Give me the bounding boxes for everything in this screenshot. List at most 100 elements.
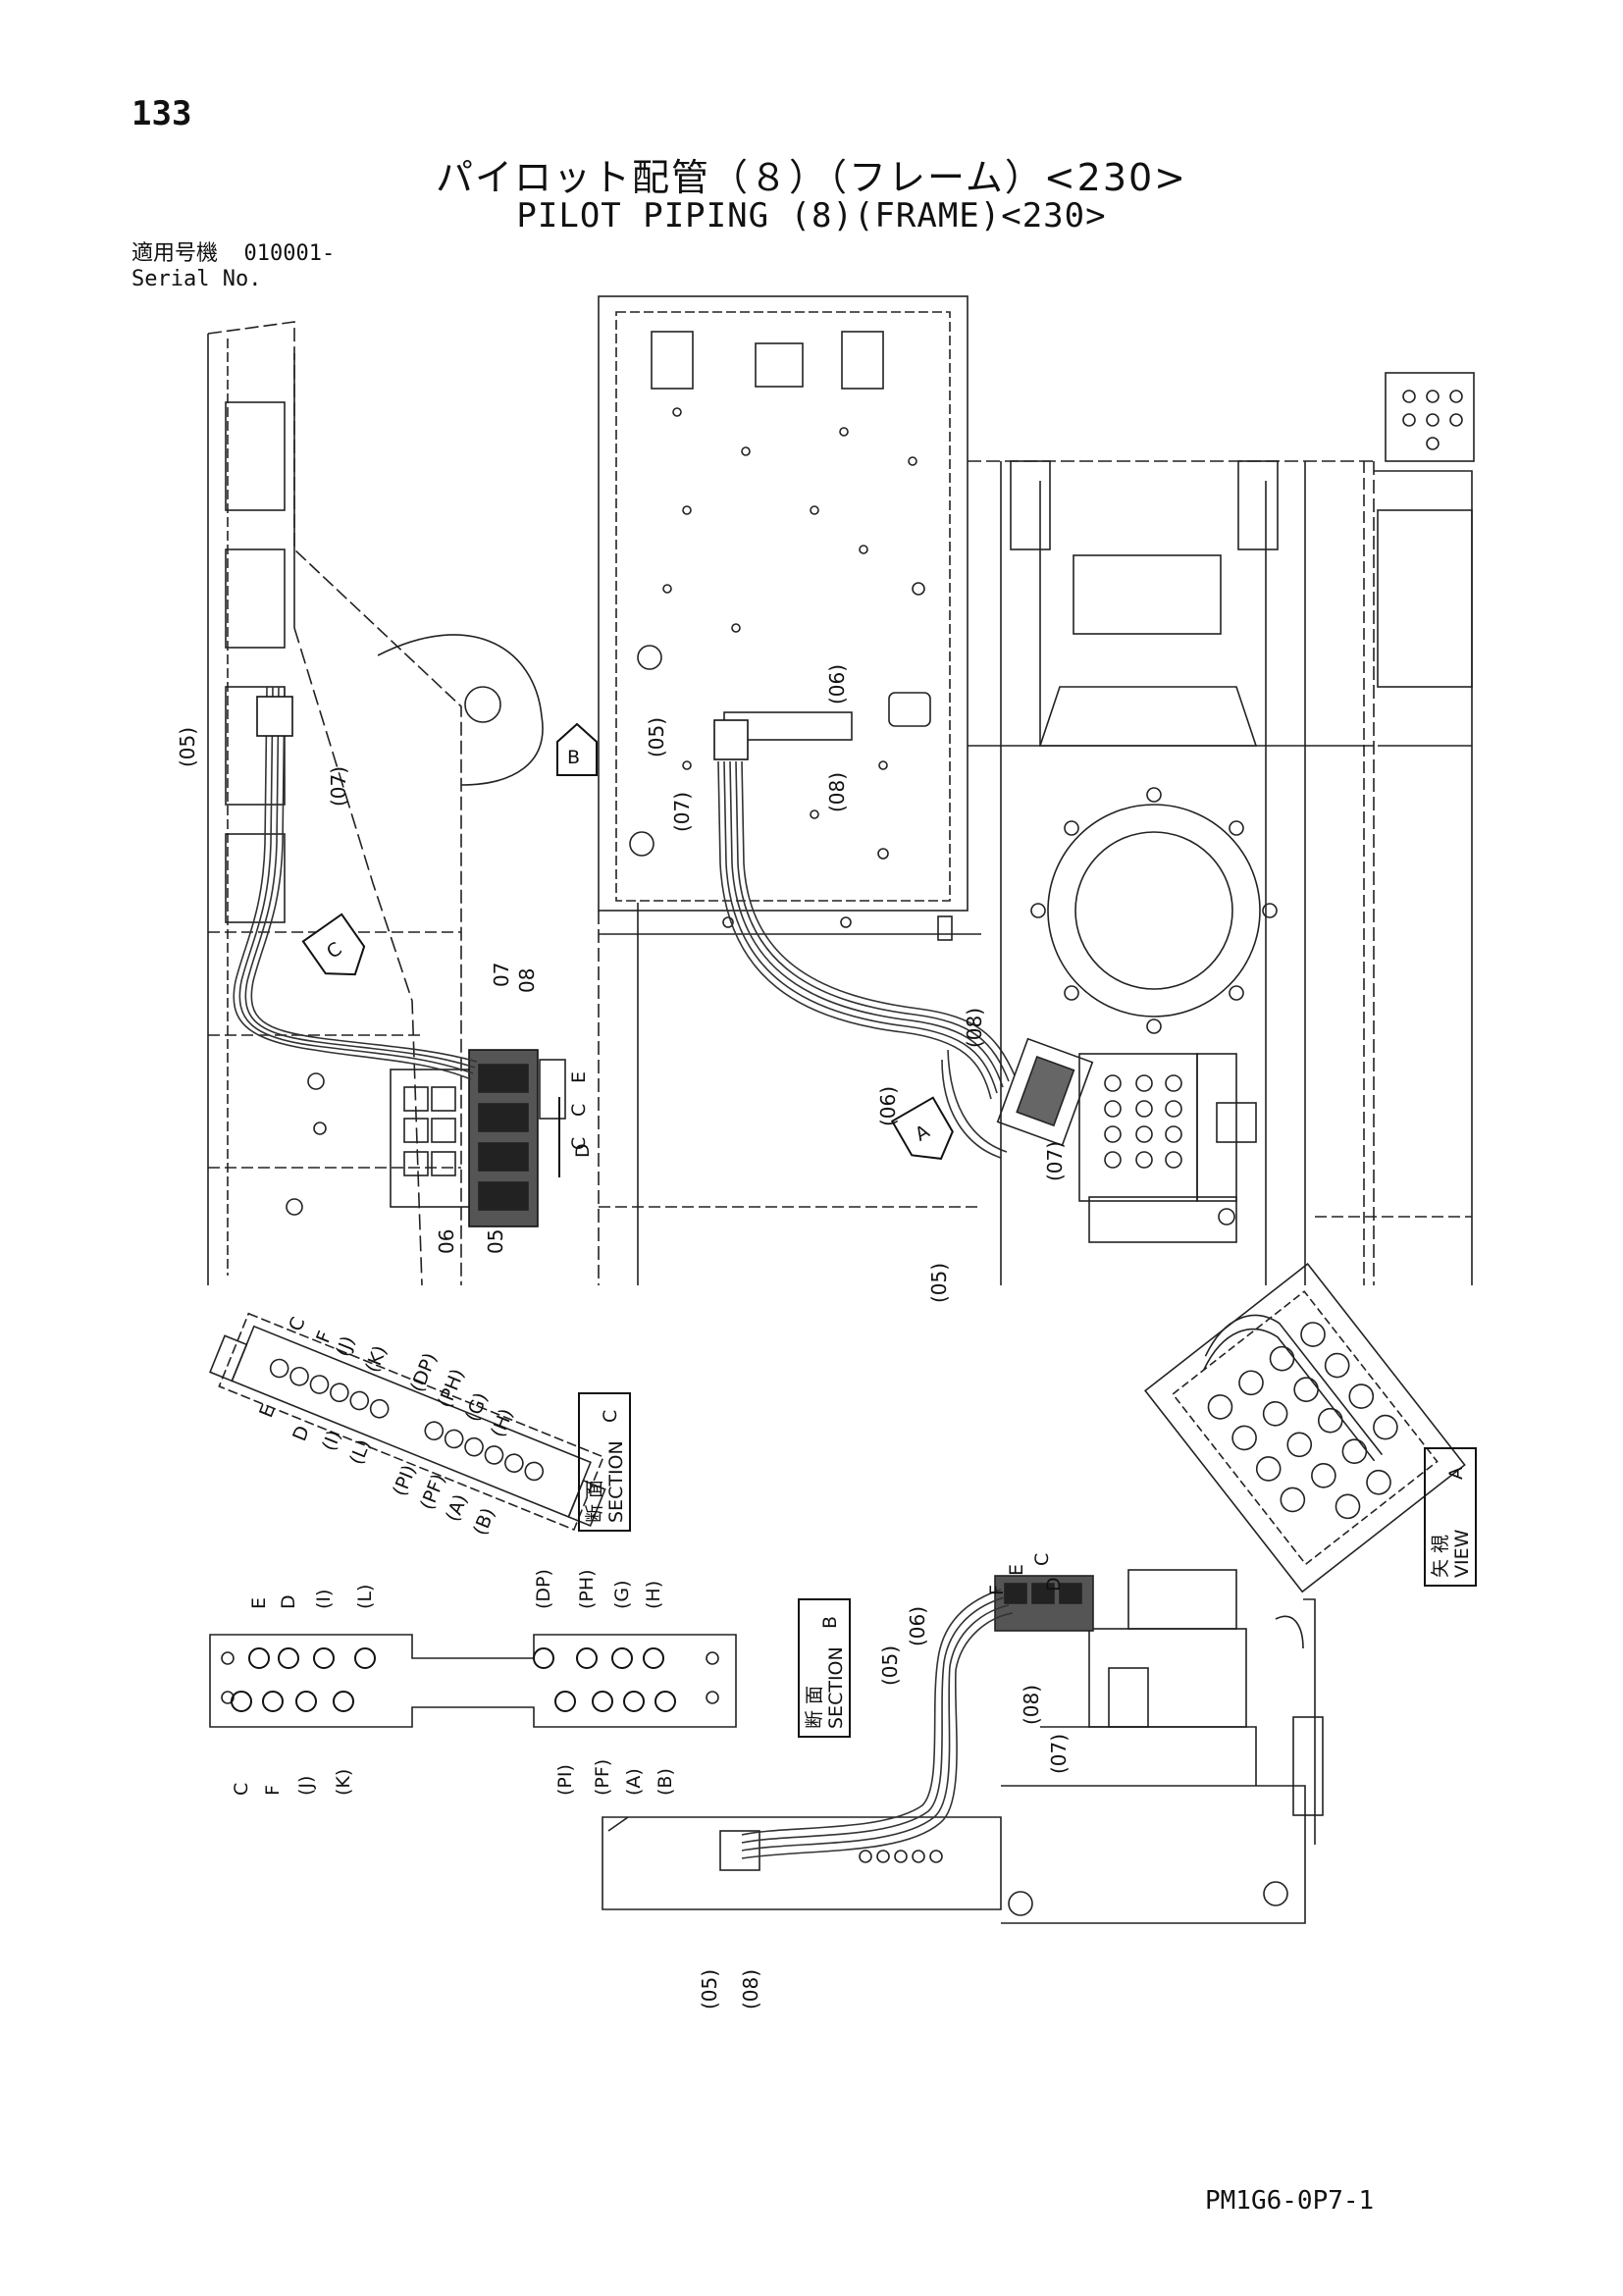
section-b-top-label-5: (PH) [576, 1569, 598, 1609]
view-a-en: VIEW [1451, 1529, 1473, 1578]
section-b-top-port-2 [313, 1647, 335, 1669]
main-drawing [207, 295, 1475, 1924]
section-b-bottom-label-0: C [231, 1783, 252, 1796]
section-b-top-label-1: D [278, 1594, 299, 1609]
serial-label-jp: 適用号機 [131, 241, 219, 266]
section-c-label-9: (PH) [434, 1366, 469, 1411]
cut-letter-e: E [568, 1071, 590, 1083]
callout-05-detail: (05) [878, 1645, 902, 1686]
view-a-letters: C D E F [986, 1553, 1065, 1595]
view-a-letter-f: F [986, 1585, 1008, 1595]
serial-value: 010001- [243, 241, 336, 266]
main-control-valve [996, 1037, 1257, 1243]
section-b-bottom-label-6: (A) [623, 1768, 645, 1796]
section-c-label-0: C [285, 1314, 309, 1334]
section-b-bottom-label-2: (J) [295, 1776, 317, 1796]
view-marker-b: B [556, 722, 598, 776]
section-b-en: SECTION [825, 1646, 847, 1729]
callout-08-bottom: (08) [739, 1969, 762, 2009]
page-title-en: PILOT PIPING (8)(FRAME)<230> [516, 196, 1107, 235]
section-c-labels: CF(J)(K)ED(I)(L)(DP)(PH)(G)(H)(PI)(PF)(A… [255, 1314, 517, 1539]
section-c-label-4: E [255, 1401, 280, 1420]
callout-07-valve: (07) [1043, 1141, 1067, 1181]
view-a-letter-e: E [1006, 1564, 1027, 1576]
callout-06-center: (06) [825, 664, 849, 704]
callout-07-center: (07) [670, 792, 694, 832]
section-b-top-port-6 [611, 1647, 633, 1669]
section-b-bottom-port-5 [592, 1691, 613, 1712]
section-b-top-port-5 [576, 1647, 598, 1669]
section-b-top-label-3: (L) [354, 1585, 376, 1609]
callout-06-num: 06 [435, 1229, 458, 1254]
section-b-bottom-label-3: (K) [333, 1769, 354, 1796]
cut-letter-d: D [572, 1143, 594, 1158]
section-b-top-label-6: (G) [611, 1580, 633, 1609]
section-c-label-7: (L) [345, 1436, 375, 1468]
view-a-box: 矢 視 VIEW A [1424, 1447, 1477, 1587]
callout-07-detail: (07) [1047, 1734, 1071, 1774]
callouts: (05) (07) 07 08 06 05 (05) (07) (06) (08… [176, 664, 1071, 2009]
page-title-jp: パイロット配管（８）（フレーム）<230> [435, 156, 1188, 199]
view-a-jp: 矢 視 [1430, 1535, 1451, 1578]
bottom-hoses [741, 1589, 1014, 1859]
bottom-detail-drawing [602, 1569, 1324, 1924]
section-c-box: 断 面 SECTION C [578, 1392, 631, 1532]
section-b-bottom-port-2 [295, 1691, 317, 1712]
section-b-bottom-label-5: (PF) [592, 1759, 613, 1796]
section-c-label-10: (G) [461, 1389, 492, 1425]
page-number: 133 [131, 94, 192, 133]
cut-letter-c: C [568, 1104, 590, 1117]
view-marker-c: C [301, 913, 366, 976]
section-b-bottom-port-0 [231, 1691, 252, 1712]
section-b-bottom-port-1 [262, 1691, 284, 1712]
control-plate [598, 295, 981, 1285]
section-c-jp: 断 面 [584, 1480, 605, 1523]
serial-label-en: Serial No. [131, 267, 262, 291]
callout-08-num: 08 [515, 968, 539, 993]
section-c-label-6: (I) [318, 1428, 345, 1454]
left-valve-block [390, 1049, 566, 1227]
section-c-label-1: F [312, 1328, 336, 1345]
serial-block: 適用号機 010001- Serial No. [131, 241, 335, 292]
section-b-drawing [209, 1634, 737, 1728]
callout-07-num: 07 [490, 963, 513, 987]
view-a-letter-d: D [1043, 1577, 1065, 1592]
section-c-label-12: (PI) [389, 1462, 420, 1499]
section-b-bottom-port-7 [654, 1691, 676, 1712]
section-b-top-port-4 [533, 1647, 554, 1669]
section-b-top-label-0: E [248, 1597, 270, 1609]
section-b-top-port-1 [278, 1647, 299, 1669]
callout-05-num: 05 [484, 1229, 507, 1254]
section-b-bottom-port-6 [623, 1691, 645, 1712]
view-a-letter-c: C [1031, 1553, 1053, 1566]
callout-08-center: (08) [825, 772, 849, 812]
view-a-drawing [1144, 1262, 1466, 1593]
center-hoses [713, 719, 1016, 1159]
section-c-letter: C [600, 1410, 621, 1423]
callout-05-valve: (05) [927, 1263, 951, 1303]
callout-08-valve: (08) [963, 1008, 986, 1048]
cut-letter-c2: C [568, 1137, 590, 1150]
section-c-label-14: (A) [442, 1491, 472, 1525]
section-c-label-2: (J) [332, 1333, 359, 1360]
view-marker-a: A [890, 1096, 954, 1160]
section-b-bottom-port-4 [554, 1691, 576, 1712]
callout-05-left: (05) [176, 727, 199, 767]
section-b-jp: 断 面 [804, 1686, 825, 1729]
section-b-bottom-label-4: (PI) [554, 1764, 576, 1796]
section-c-drawing [209, 1312, 606, 1532]
section-b-top-port-0 [248, 1647, 270, 1669]
section-b-top-label-7: (H) [643, 1581, 664, 1609]
section-c-en: SECTION [605, 1440, 627, 1523]
serial-row: 適用号機 010001- [131, 241, 335, 267]
section-b-top-port-3 [354, 1647, 376, 1669]
callout-07-left: (07) [327, 766, 350, 807]
section-c-label-5: D [288, 1423, 314, 1444]
right-frame [968, 372, 1475, 1285]
section-b-bottom-label-7: (B) [654, 1768, 676, 1796]
section-c-label-15: (B) [469, 1505, 499, 1539]
left-hoses [233, 686, 478, 1080]
view-a-letter: A [1445, 1467, 1467, 1480]
section-b-bottom-label-1: F [262, 1785, 284, 1796]
